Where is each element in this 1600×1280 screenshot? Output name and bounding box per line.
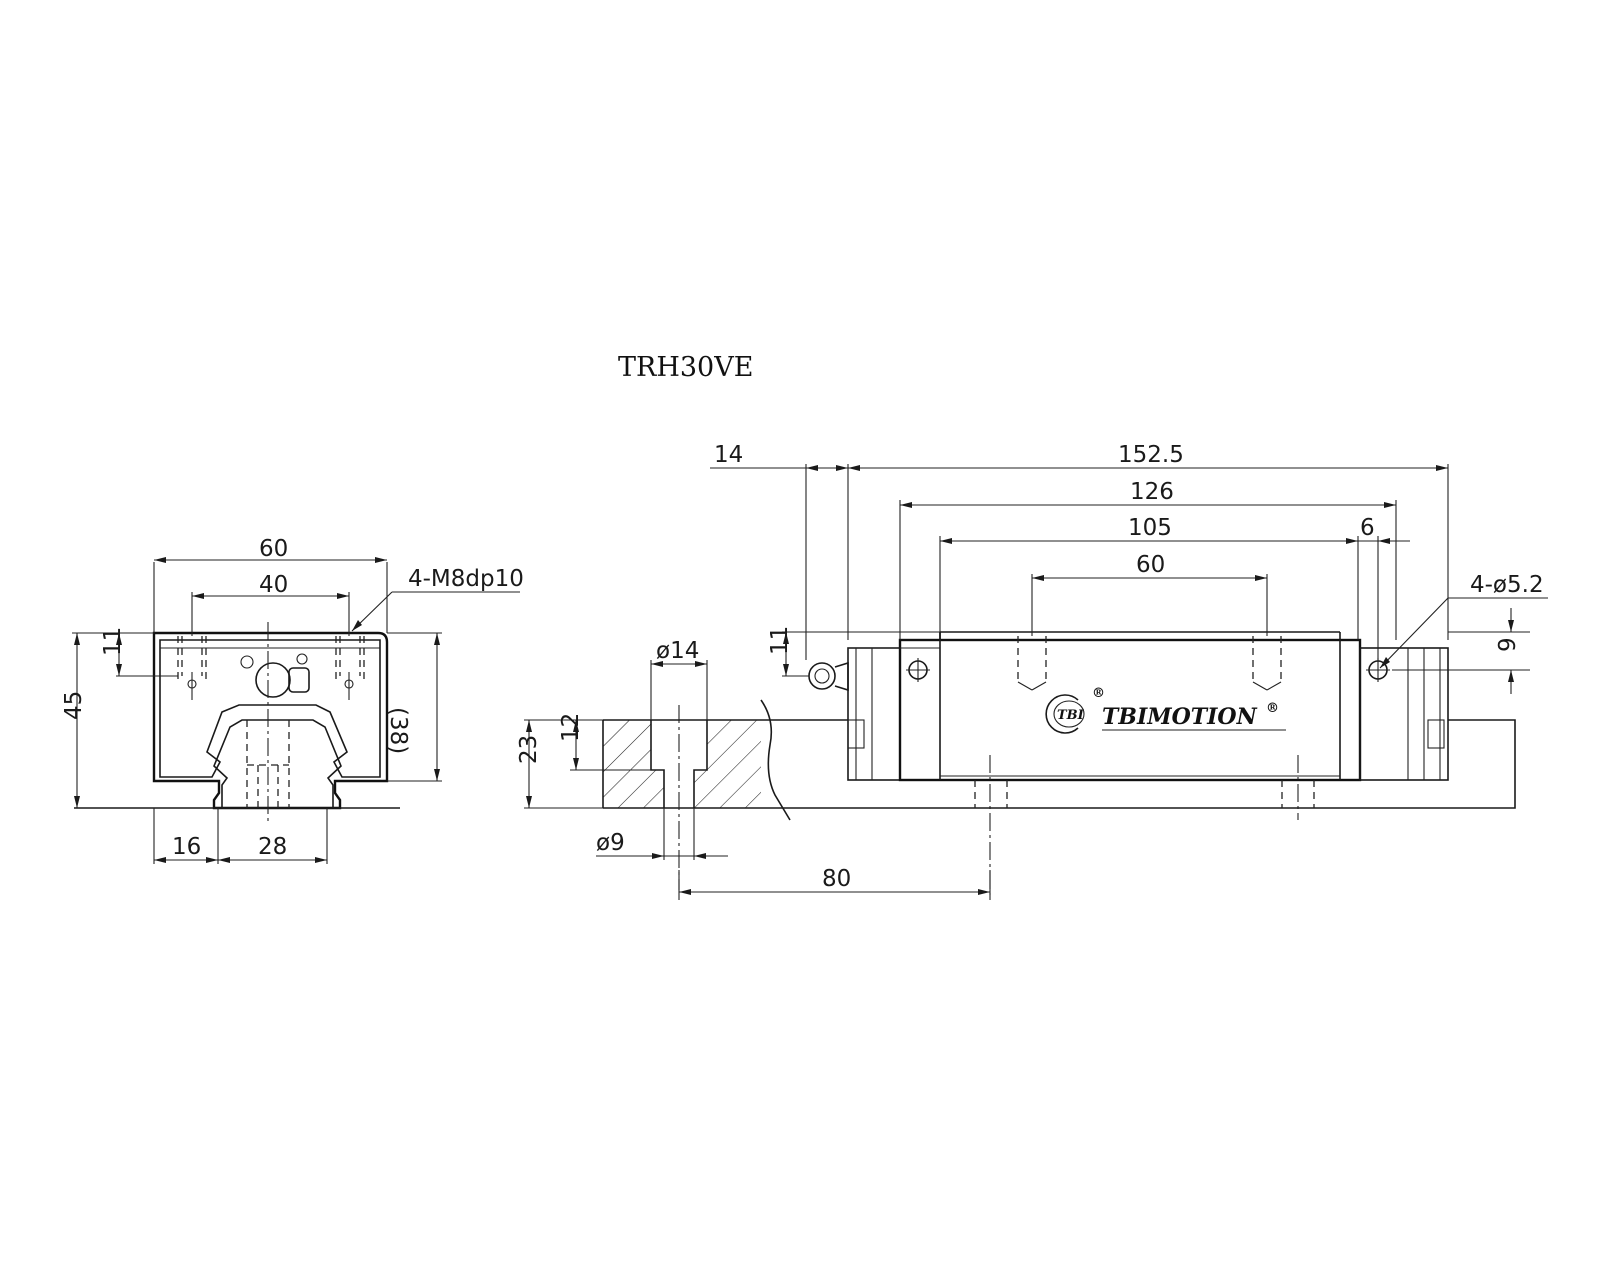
tap-note-leader: 4-M8dp10: [351, 566, 524, 632]
dim-rail-height-label: 23: [516, 735, 542, 764]
dim-bolt-dia: ø9: [596, 808, 728, 860]
seal-hole-note-label: 4-ø5.2: [1470, 572, 1544, 598]
side-view: TBI ® TBIMOTION ® 152.5 14: [516, 442, 1548, 900]
dim-rail-pitch: 80: [678, 866, 991, 900]
rail-profile: [213, 719, 342, 808]
dim-steel-length-label: 105: [1128, 515, 1172, 541]
rail-section-outline: [602, 719, 1516, 809]
side-grease-nipple-icon: [808, 661, 849, 692]
seal-hole-right: [1366, 658, 1390, 682]
dim-seal-hole-height: 9: [1392, 608, 1530, 694]
dim-body-length-label: 126: [1130, 479, 1174, 505]
brand-logo: TBI ®: [1045, 686, 1105, 734]
dim-rail-height: 23: [516, 719, 603, 809]
dim-front-width-label: 60: [259, 536, 288, 562]
slider-seal-right: [1427, 719, 1445, 749]
dim-grease-nipple: 14: [710, 442, 848, 660]
front-view: 60 40 4-M8dp10 45: [61, 536, 524, 864]
dim-end-offset-label: 6: [1360, 515, 1375, 541]
dim-overall-length-label: 152.5: [1118, 442, 1184, 468]
brand-name-mark: ®: [1266, 701, 1279, 716]
dim-front-top-depth: 11: [100, 627, 178, 677]
dim-side-top-depth: 11: [767, 626, 940, 677]
break-line: [760, 699, 791, 821]
dim-counterbore-depth-label: 12: [558, 713, 584, 742]
drawing-title: TRH30VE: [618, 352, 753, 383]
block-inner-contour: [159, 639, 381, 778]
seal-hole-left: [906, 658, 930, 682]
dim-bolt-dia-label: ø9: [596, 830, 625, 856]
dim-overall-length: 152.5: [847, 442, 1449, 640]
dim-front-block-height: (38): [385, 632, 442, 782]
dim-front-height: 45: [61, 632, 154, 808]
dim-front-height-label: 45: [61, 691, 87, 720]
dim-mount-pitch: 60: [1031, 552, 1268, 636]
brand-logo-text: TBI: [1057, 708, 1085, 723]
dim-front-block-height-label: (38): [385, 707, 411, 754]
dim-counterbore-dia-label: ø14: [656, 638, 699, 664]
dim-front-width: 60: [153, 536, 388, 633]
grease-nipple-icon: [240, 653, 310, 698]
dim-front-top-depth-label: 11: [100, 627, 126, 656]
tap-note-label: 4-M8dp10: [408, 566, 524, 592]
dim-rail-pitch-label: 80: [822, 866, 851, 892]
dim-front-rail-width-label: 28: [258, 834, 287, 860]
dim-front-hole-pitch: 40: [191, 572, 350, 636]
block-outline: [152, 631, 389, 810]
side-tapped-hole-left: [1017, 636, 1047, 691]
dim-steel-length: 105 6: [939, 515, 1410, 660]
brand-logo-mark: ®: [1092, 686, 1105, 701]
tapped-hole-right: [335, 636, 365, 700]
slider-seal-left: [847, 719, 865, 749]
dim-front-hole-pitch-label: 40: [259, 572, 288, 598]
dim-counterbore-dia: ø14: [650, 638, 708, 720]
dim-side-top-depth-label: 11: [767, 626, 793, 655]
side-tapped-hole-right: [1252, 636, 1282, 691]
dim-grease-nipple-label: 14: [714, 442, 743, 468]
seal-hole-note: 4-ø5.2: [1379, 572, 1548, 669]
dim-mount-pitch-label: 60: [1136, 552, 1165, 578]
dim-seal-hole-height-label: 9: [1495, 637, 1521, 652]
dim-front-bottom: 16 28: [153, 808, 328, 864]
dim-front-edge-offset-label: 16: [172, 834, 201, 860]
tapped-hole-left: [177, 636, 207, 700]
dim-counterbore-depth: 12: [558, 713, 651, 771]
slider-end-cap-right: [1359, 647, 1449, 781]
brand-name: TBIMOTION: [1102, 704, 1258, 730]
dim-body-length: 126: [899, 479, 1397, 640]
